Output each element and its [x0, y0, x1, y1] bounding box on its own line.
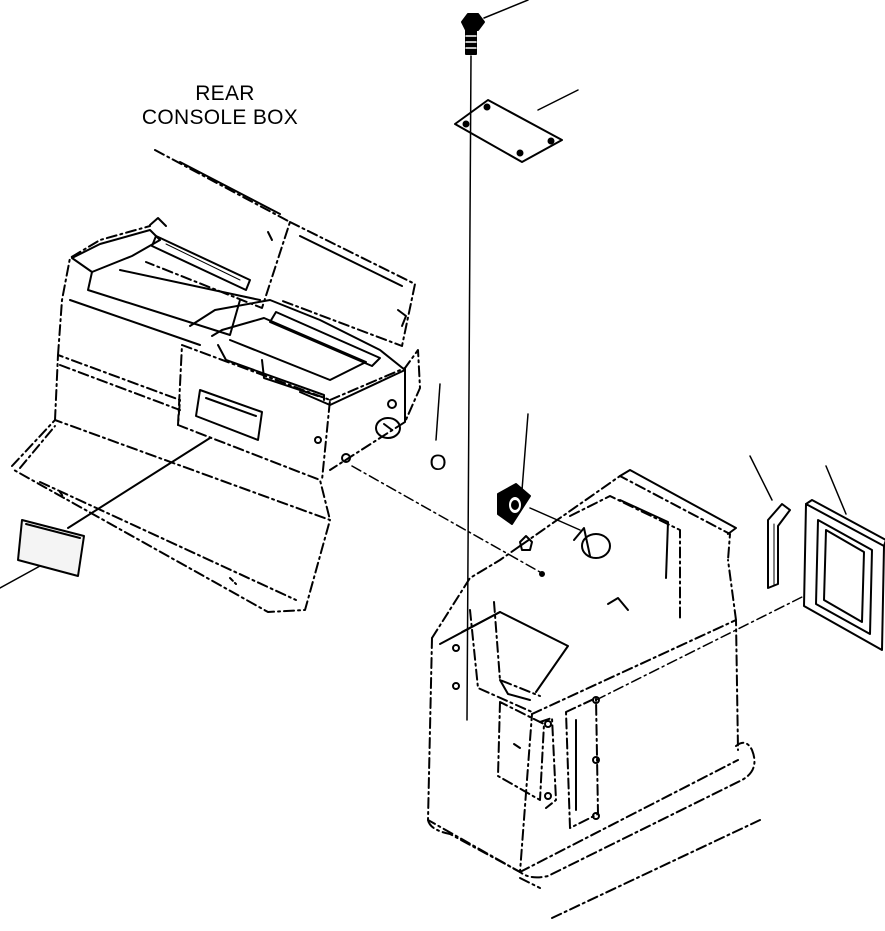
- frame-connect-line: [595, 595, 805, 701]
- sticker-leader-line: [0, 565, 41, 589]
- label-leader-line: [67, 437, 211, 529]
- callout-line-2: CONSOLE BOX: [141, 106, 299, 129]
- frame-gasket: [803, 499, 885, 651]
- bolt-leader-line: [483, 0, 529, 19]
- plate-leader-line: [537, 89, 579, 111]
- grommet-leader-line: [521, 413, 529, 491]
- base-housing: [427, 469, 761, 919]
- ring-marker: O: [429, 450, 446, 475]
- bolt: [461, 13, 485, 55]
- cover-plate: [454, 99, 563, 163]
- callout-line-1: REAR: [195, 82, 255, 105]
- bolt-axis-line: [466, 55, 472, 721]
- strip-part: [767, 503, 791, 589]
- grommet-axis-line: [529, 507, 581, 531]
- grommet: [497, 483, 531, 525]
- rear-console-box: [11, 149, 421, 613]
- label-sticker: [17, 519, 85, 577]
- frame-leader-line: [825, 465, 847, 515]
- strip-leader-line: [749, 455, 773, 501]
- ring-leader-line: [435, 383, 441, 441]
